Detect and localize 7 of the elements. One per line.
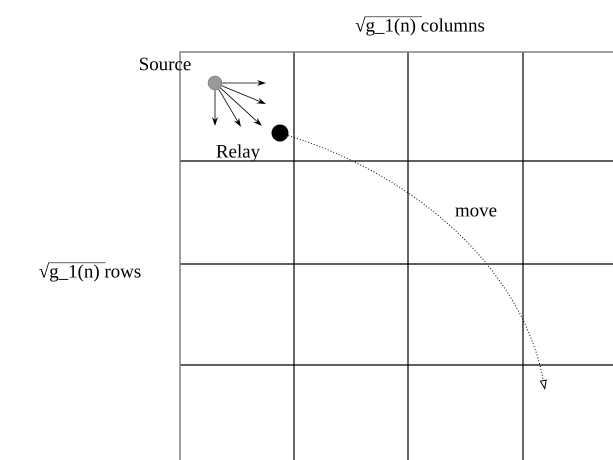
axis-label: √g_1(n) rows [39,262,141,282]
node-label: Source [140,58,191,70]
source-node [208,76,222,90]
edge-label: move [454,206,498,218]
axis-label: √g_1(n) columns [356,16,484,36]
node-label: Relay [216,144,260,162]
relay-dot [272,124,288,142]
